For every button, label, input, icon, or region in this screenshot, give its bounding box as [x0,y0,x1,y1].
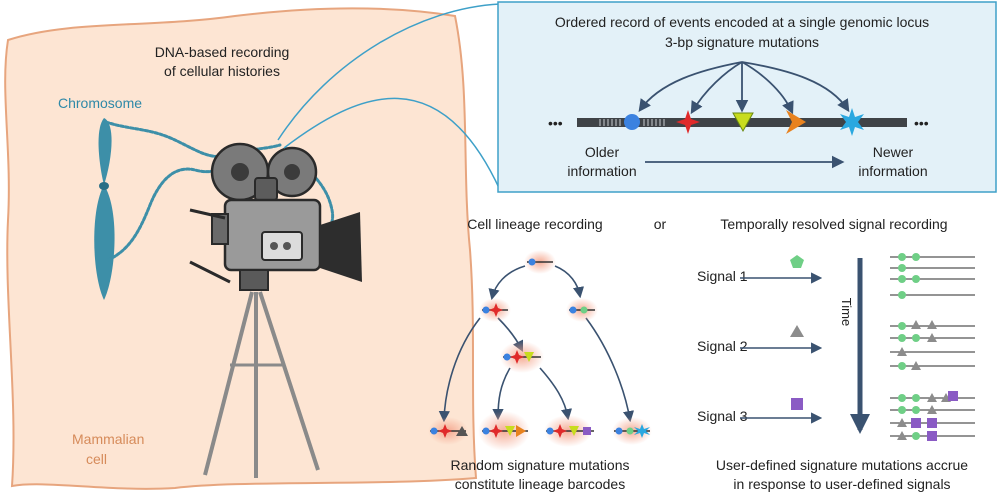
time-label: Time [839,298,854,326]
locus-panel [497,1,997,193]
orange-chevron-mark [786,110,806,134]
record-strands-group1 [890,253,975,299]
red-star-mark [676,110,700,134]
yellow-triangle-mark [732,112,754,133]
purple-square-icon [791,398,803,410]
or-connector: or [654,216,667,232]
older-label-line2: information [567,163,636,179]
signal-caption-line1: User-defined signature mutations accrue [716,457,968,473]
locus-ellipsis-left: ••• [548,115,563,131]
zoom-connector-lines [277,3,501,191]
locus-hatching [599,119,665,126]
cell-gen2 [500,341,544,373]
record-strands-group2 [890,320,975,370]
cell-root [524,250,556,274]
green-pentagon-icon [790,255,804,268]
record-strands-group3 [890,391,975,441]
locus-ellipsis-right: ••• [914,115,929,131]
lineage-caption-line1: Random signature mutations [451,457,630,473]
leaf-cell-1 [428,417,468,445]
leaf-cell-2 [478,411,530,451]
blue-circle-mark [624,114,640,130]
signature-arrows [638,61,850,115]
leaf-cell-3 [544,415,594,447]
signal-1-label: Signal 1 [697,268,748,284]
cell-title-line2: of cellular histories [164,63,280,79]
cell-label-line1: Mammalian [72,431,144,447]
locus-title-line1: Ordered record of events encoded at a si… [555,14,929,30]
signal-2-label: Signal 2 [697,338,748,354]
lineage-heading: Cell lineage recording [467,216,602,232]
cell-gen1-left [479,298,511,322]
leaf-cell-4 [612,417,652,445]
chromosome-icon [94,118,115,300]
film-camera-icon [189,142,362,291]
newer-label-line1: Newer [873,144,914,160]
locus-title-line2: 3-bp signature mutations [665,34,819,50]
cell-title-line1: DNA-based recording [155,44,290,60]
newer-label-line2: information [858,163,927,179]
older-label-line1: Older [585,144,620,160]
cell-gen1-right [566,298,598,322]
signal-heading: Temporally resolved signal recording [720,216,947,232]
gray-triangle-icon [790,325,804,337]
signal-3-label: Signal 3 [697,408,748,424]
lineage-caption-line2: constitute lineage barcodes [455,476,625,492]
cyan-starburst-mark [840,108,864,136]
signal-caption-line2: in response to user-defined signals [733,476,950,492]
cell-label-line2: cell [86,451,107,467]
chromosome-label: Chromosome [58,95,142,111]
tripod-icon [189,260,320,478]
